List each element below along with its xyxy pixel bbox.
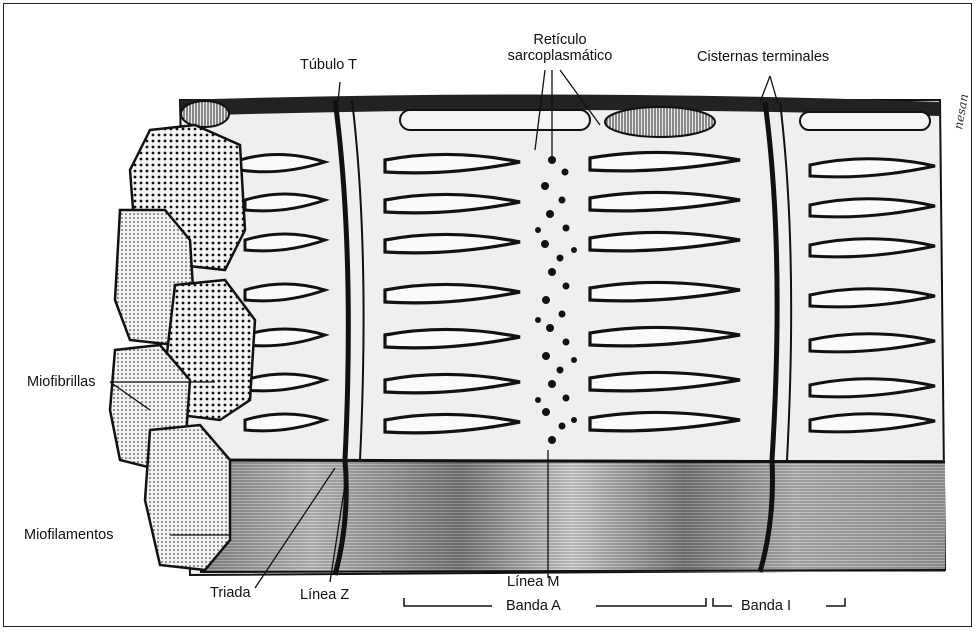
label-banda-a: Banda A — [506, 598, 561, 614]
label-banda-i: Banda I — [741, 598, 791, 614]
label-miofilamentos: Miofilamentos — [24, 527, 113, 543]
label-tubulo-t: Túbulo T — [300, 57, 357, 73]
label-reticulo-line2: sarcoplasmático — [508, 48, 613, 64]
artist-signature: nesan — [951, 93, 971, 131]
label-triada: Triada — [210, 585, 251, 601]
myofibril-cylinder — [200, 460, 945, 572]
label-reticulo: Retículo sarcoplasmático — [495, 32, 625, 64]
label-linea-z: Línea Z — [300, 587, 349, 603]
label-cisternas: Cisternas terminales — [697, 49, 829, 65]
label-linea-m: Línea M — [507, 574, 559, 590]
label-reticulo-line1: Retículo — [533, 32, 586, 48]
label-miofibrillas: Miofibrillas — [27, 374, 96, 390]
